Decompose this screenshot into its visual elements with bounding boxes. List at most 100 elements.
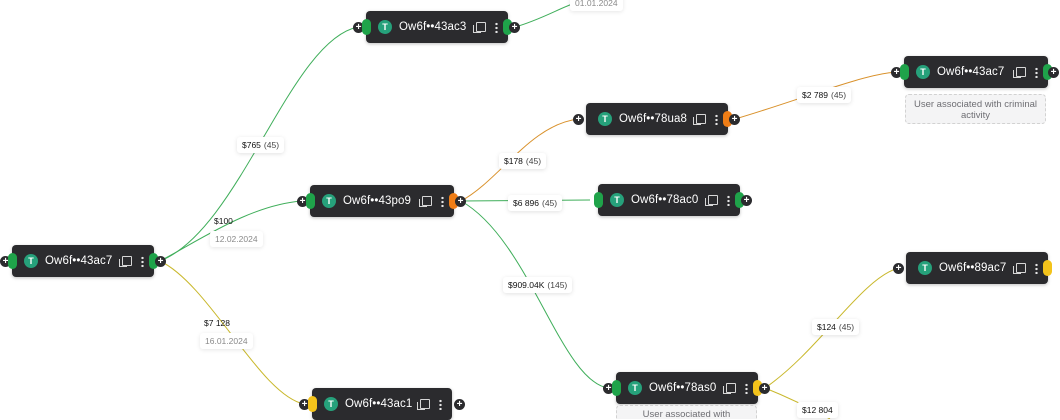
port-in <box>594 192 603 208</box>
edge-amount: $765 <box>242 140 261 150</box>
expand-right-top[interactable]: + <box>509 22 520 33</box>
node-root[interactable]: T Ow6f••43ac7 <box>8 245 158 277</box>
edge-tx-count: (45) <box>263 140 280 150</box>
edge-amount-label[interactable]: $6 896(45) <box>508 195 563 211</box>
edge-top-date <box>514 2 576 28</box>
edge-amount: $178 <box>504 156 523 166</box>
tether-token-icon: T <box>378 20 392 34</box>
tether-token-icon: T <box>628 381 642 395</box>
node-right-top[interactable]: T Ow6f••43ac7 <box>900 56 1052 88</box>
node-78ua8[interactable]: T Ow6f••78ua8 <box>586 103 732 135</box>
node-address: Ow6f••43ac3 <box>399 21 467 33</box>
copy-icon[interactable] <box>1013 263 1026 274</box>
more-icon[interactable] <box>495 21 498 33</box>
copy-icon[interactable] <box>1013 67 1026 78</box>
expand-left-78ua8[interactable]: + <box>573 114 584 125</box>
tether-token-icon: T <box>916 65 930 79</box>
more-icon[interactable] <box>1035 66 1038 78</box>
edge-amount-label[interactable]: $765(45) <box>237 137 285 153</box>
more-icon[interactable] <box>745 382 748 394</box>
expand-left-root[interactable]: + <box>0 256 11 267</box>
copy-icon[interactable] <box>417 399 430 410</box>
copy-icon[interactable] <box>473 22 486 33</box>
edge-amount-label[interactable]: $178(45) <box>499 153 547 169</box>
more-icon[interactable] <box>1035 262 1038 274</box>
node-78ac0[interactable]: T Ow6f••78ac0 <box>594 184 744 216</box>
edge-tx-count: (45) <box>525 156 542 166</box>
more-icon[interactable] <box>715 113 718 125</box>
expand-right-root[interactable]: + <box>155 256 166 267</box>
tether-token-icon: T <box>322 194 336 208</box>
edge-tx-count: (45) <box>838 322 855 332</box>
node-mid[interactable]: T Ow6f••43po9 <box>306 185 458 217</box>
tether-token-icon: T <box>598 112 612 126</box>
node-address: Ow6f••43po9 <box>343 195 411 207</box>
tether-token-icon: T <box>24 254 38 268</box>
port-in <box>900 64 909 80</box>
copy-icon[interactable] <box>705 195 718 206</box>
expand-left-mid[interactable]: + <box>297 196 308 207</box>
expand-right-bottom[interactable]: + <box>454 399 465 410</box>
more-icon[interactable] <box>727 194 730 206</box>
port-out <box>1043 260 1052 276</box>
edge-amount: $7 128 <box>204 318 230 328</box>
node-top[interactable]: T Ow6f••43ac3 <box>362 11 512 43</box>
edge-amount: $100 <box>214 216 233 226</box>
more-icon[interactable] <box>439 398 442 410</box>
edge-amount-label[interactable]: $909.04K(145) <box>503 277 573 293</box>
more-icon[interactable] <box>141 255 144 267</box>
expand-left-bottom[interactable]: + <box>299 399 310 410</box>
tether-token-icon: T <box>918 261 932 275</box>
edge-amount: $6 896 <box>513 198 539 208</box>
edge-amount: $2 789 <box>802 90 828 100</box>
edge-mid-78as0 <box>460 200 609 389</box>
port-out <box>1043 64 1052 80</box>
edge-date-label: 01.01.2024 <box>570 0 623 11</box>
node-address: Ow6f••89ac7 <box>939 262 1007 274</box>
port-in <box>308 396 317 412</box>
copy-icon[interactable] <box>119 256 132 267</box>
edge-amount-label[interactable]: $12 804 <box>797 402 838 418</box>
port-out <box>735 192 744 208</box>
edge-date-label: 16.01.2024 <box>200 333 253 349</box>
copy-icon[interactable] <box>723 383 736 394</box>
port-out <box>503 19 512 35</box>
port-out <box>149 253 158 269</box>
port-in <box>362 19 371 35</box>
copy-icon[interactable] <box>693 114 706 125</box>
tether-token-icon: T <box>610 193 624 207</box>
edge-amount-label[interactable]: $2 789(45) <box>797 87 852 103</box>
risk-note: User associated with criminal activity <box>905 94 1046 124</box>
port-in <box>612 380 621 396</box>
expand-right-mid[interactable]: + <box>455 196 466 207</box>
edge-amount: $12 804 <box>802 405 833 415</box>
node-89ac7[interactable]: T Ow6f••89ac7 <box>906 252 1052 284</box>
node-78as0[interactable]: T Ow6f••78as0 <box>612 372 762 404</box>
expand-right-78ac0[interactable]: + <box>741 195 752 206</box>
expand-left-top[interactable]: + <box>353 22 364 33</box>
node-address: Ow6f••43ac7 <box>937 66 1005 78</box>
expand-right-righttop[interactable]: + <box>1048 67 1059 78</box>
expand-right-78ua8[interactable]: + <box>729 114 740 125</box>
expand-left-righttop[interactable]: + <box>891 67 902 78</box>
node-bottom[interactable]: T Ow6f••43ac1 <box>308 388 452 420</box>
port-out <box>449 193 458 209</box>
port-in <box>306 193 315 209</box>
edge-amount-label[interactable]: $124(45) <box>812 319 860 335</box>
edge-tx-count: (45) <box>831 90 847 100</box>
node-address: Ow6f••78ua8 <box>619 113 687 125</box>
edge-amount: $124 <box>817 322 836 332</box>
port-out <box>723 111 732 127</box>
node-address: Ow6f••78as0 <box>649 382 717 394</box>
edge-tx-count: (45) <box>542 198 558 208</box>
more-icon[interactable] <box>441 195 444 207</box>
tether-token-icon: T <box>324 397 338 411</box>
edge-tx-count: (145) <box>547 280 568 290</box>
node-address: Ow6f••78ac0 <box>631 194 699 206</box>
expand-left-89ac7[interactable]: + <box>893 263 904 274</box>
expand-left-78as0[interactable]: + <box>603 383 614 394</box>
expand-right-78as0[interactable]: + <box>759 383 770 394</box>
node-address: Ow6f••43ac7 <box>45 255 113 267</box>
copy-icon[interactable] <box>419 196 432 207</box>
